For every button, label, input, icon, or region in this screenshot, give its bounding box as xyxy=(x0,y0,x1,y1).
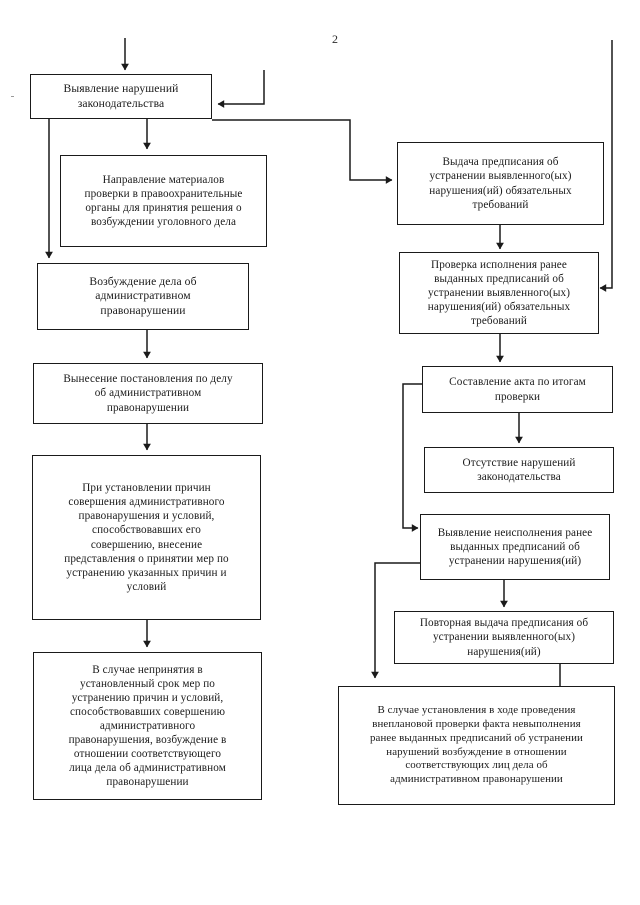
node-order-issue-label: Выдача предписания об устранении выявлен… xyxy=(429,156,572,211)
node-referral-label: Направление материалов проверки в правоо… xyxy=(84,173,243,229)
node-act-drafting[interactable]: Составление акта по итогам проверки xyxy=(422,366,613,413)
node-order-check[interactable]: Проверка исполнения ранее выданных предп… xyxy=(399,252,599,334)
connector-act-to-non-compliance xyxy=(402,383,422,532)
node-case-initiation[interactable]: Возбуждение дела об административном пра… xyxy=(37,263,249,330)
node-referral[interactable]: Направление материалов проверки в правоо… xyxy=(60,155,267,247)
page-number: 2 xyxy=(332,32,338,46)
node-unscheduled-case-label: В случае установления в ходе проведения … xyxy=(370,704,583,785)
scan-speck xyxy=(11,96,14,97)
node-causes-submission[interactable]: При установлении причин совершения админ… xyxy=(32,455,261,620)
node-resolution[interactable]: Вынесение постановления по делу об админ… xyxy=(33,363,263,424)
node-no-violations-label: Отсутствие нарушений законодательства xyxy=(462,456,576,483)
node-non-compliance[interactable]: Выявление неисполнения ранее выданных пр… xyxy=(420,514,610,580)
node-non-compliance-label: Выявление неисполнения ранее выданных пр… xyxy=(437,526,593,568)
node-detection-label: Выявление нарушений законодательства xyxy=(63,81,179,110)
node-detection[interactable]: Выявление нарушений законодательства xyxy=(30,74,212,119)
node-resolution-label: Вынесение постановления по делу об админ… xyxy=(63,373,233,414)
node-failure-to-act-label: В случае непринятия в установленный срок… xyxy=(68,663,227,789)
node-causes-submission-label: При установлении причин совершения админ… xyxy=(64,482,229,593)
node-unscheduled-case[interactable]: В случае установления в ходе проведения … xyxy=(338,686,615,805)
node-case-initiation-label: Возбуждение дела об административном пра… xyxy=(89,274,197,317)
node-act-drafting-label: Составление акта по итогам проверки xyxy=(449,376,586,403)
node-repeat-order[interactable]: Повторная выдача предписания об устранен… xyxy=(394,611,614,664)
node-repeat-order-label: Повторная выдача предписания об устранен… xyxy=(419,617,589,658)
node-no-violations[interactable]: Отсутствие нарушений законодательства xyxy=(424,447,614,493)
node-failure-to-act[interactable]: В случае непринятия в установленный срок… xyxy=(33,652,262,800)
connector-rightmargin-to-detection xyxy=(217,70,265,108)
node-order-issue[interactable]: Выдача предписания об устранении выявлен… xyxy=(397,142,604,225)
node-order-check-label: Проверка исполнения ранее выданных предп… xyxy=(427,258,571,328)
